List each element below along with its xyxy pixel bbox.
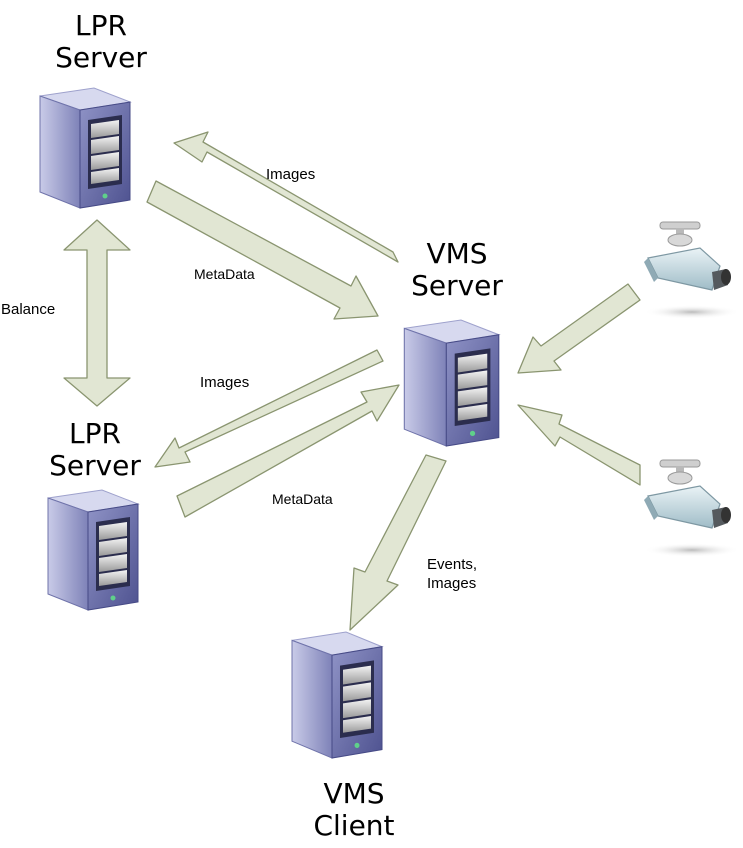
label-line: VMS bbox=[323, 777, 385, 810]
label-line: Images bbox=[427, 575, 477, 592]
label-line: LPR bbox=[75, 9, 127, 42]
camera1-arrow-to-vms bbox=[517, 283, 641, 374]
camera-icon bbox=[643, 459, 741, 558]
label-line: Server bbox=[411, 269, 503, 302]
label-line: Server bbox=[49, 449, 141, 482]
label-line: VMS bbox=[426, 237, 488, 270]
label-line: Server bbox=[55, 41, 147, 74]
events-arrow-to-client bbox=[349, 454, 447, 631]
lpr-server-bottom-icon bbox=[47, 489, 139, 611]
metadata-bottom-label: MetaData bbox=[272, 491, 333, 507]
label-line: Client bbox=[313, 809, 395, 842]
vms-server-label: VMS Server bbox=[392, 238, 522, 302]
label-line: LPR bbox=[69, 417, 121, 450]
images-bottom-label: Images bbox=[200, 374, 250, 391]
label-line: Events, bbox=[427, 556, 478, 573]
metadata-top-label: MetaData bbox=[194, 266, 255, 282]
events-images-label: Events, Images bbox=[427, 555, 477, 593]
lpr-server-top-label: LPR Server bbox=[36, 10, 166, 74]
balance-label: Balance bbox=[1, 301, 56, 318]
balance-arrow bbox=[63, 219, 131, 407]
camera-icon bbox=[643, 221, 741, 320]
camera2-arrow-to-vms bbox=[517, 404, 641, 486]
metadata-arrow-to-vms bbox=[146, 180, 379, 320]
lpr-server-bottom-label: LPR Server bbox=[30, 418, 160, 482]
vms-server-icon bbox=[403, 319, 500, 447]
metadata-arrow-to-vms-bottom bbox=[176, 384, 400, 518]
images-arrow-to-bottom-lpr bbox=[154, 349, 384, 468]
lpr-server-top-icon bbox=[39, 87, 131, 209]
vms-client-label: VMS Client bbox=[289, 778, 419, 842]
images-top-label: Images bbox=[266, 166, 316, 183]
vms-client-icon bbox=[291, 631, 383, 759]
images-arrow-to-top-lpr bbox=[173, 131, 399, 263]
